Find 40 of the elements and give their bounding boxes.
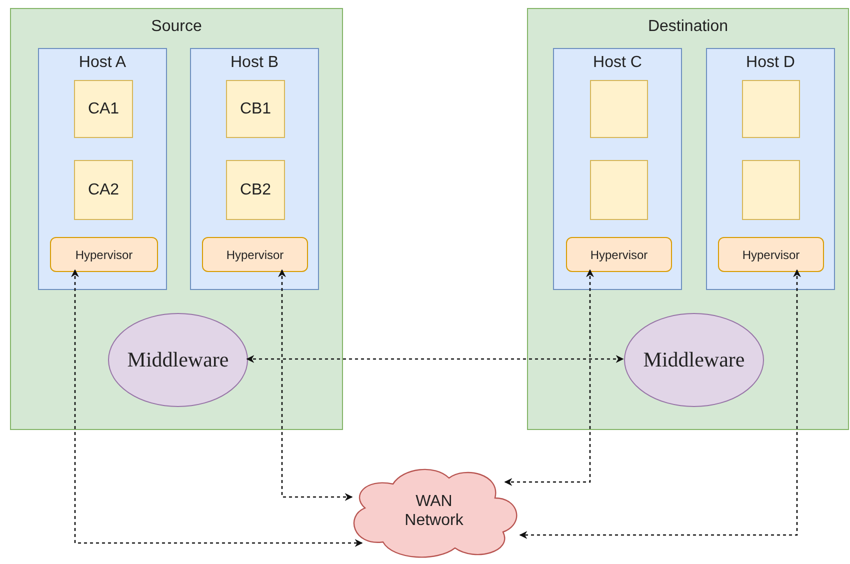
container-box xyxy=(74,80,133,138)
region-panel xyxy=(10,8,343,430)
host-title: Host C xyxy=(592,53,643,72)
hypervisor-box xyxy=(566,237,672,272)
middleware-label: Middleware xyxy=(126,347,230,373)
region-title: Source xyxy=(150,17,203,36)
hypervisor-box xyxy=(718,237,824,272)
dashed-arrow xyxy=(504,269,594,486)
container-box xyxy=(742,160,800,220)
hypervisor-label: Hypervisor xyxy=(741,247,801,262)
host-panel xyxy=(38,48,167,290)
dashed-arrow xyxy=(519,269,801,539)
region-title: Destination xyxy=(646,17,730,36)
container-box xyxy=(590,160,648,220)
container-box xyxy=(590,80,648,138)
container-label: CB2 xyxy=(238,180,272,200)
container-box xyxy=(742,80,800,138)
hypervisor-box xyxy=(50,237,158,272)
host-panel xyxy=(190,48,319,290)
hypervisor-label: Hypervisor xyxy=(225,247,285,262)
hypervisor-label: Hypervisor xyxy=(74,247,134,262)
container-label: CA1 xyxy=(86,99,120,119)
host-panel xyxy=(706,48,835,290)
container-label: CB1 xyxy=(238,99,272,119)
middleware-label: Middleware xyxy=(642,347,746,373)
host-title: Host B xyxy=(229,53,280,72)
host-panel xyxy=(553,48,682,290)
dashed-arrow xyxy=(71,269,363,547)
host-title: Host A xyxy=(78,53,128,72)
container-box xyxy=(226,80,285,138)
region-panel xyxy=(527,8,849,430)
dashed-arrow xyxy=(278,269,353,501)
hypervisor-box xyxy=(202,237,308,272)
network-label: WAN Network xyxy=(404,492,464,530)
container-box xyxy=(226,160,285,220)
dashed-arrow xyxy=(246,355,624,363)
hypervisor-label: Hypervisor xyxy=(589,247,649,262)
container-box xyxy=(74,160,133,220)
container-label: CA2 xyxy=(86,180,120,200)
host-title: Host D xyxy=(745,53,796,72)
